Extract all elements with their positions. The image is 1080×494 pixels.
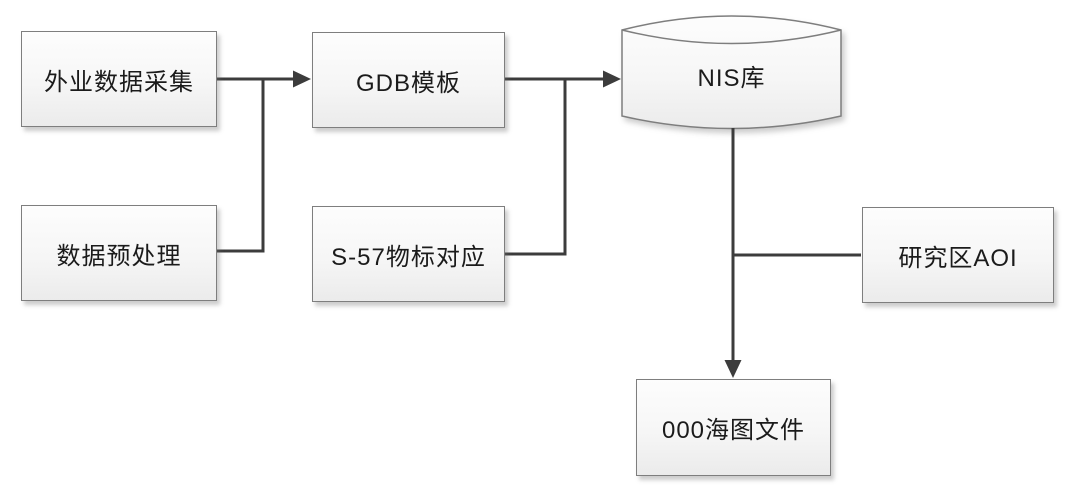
node-label-000-chart-file: 000海图文件 (661, 417, 806, 444)
node-nis-db-shape (621, 15, 842, 130)
node-label-s57-object-mapping: S-57物标对应 (331, 243, 486, 271)
node-label-data-preprocessing: 数据预处理 (56, 242, 182, 270)
cylinder-body (621, 15, 842, 130)
node-field-data-collection: 外业数据采集 (21, 31, 217, 127)
node-gdb-template: GDB模板 (312, 32, 505, 128)
node-label-study-area-aoi: 研究区AOI (898, 244, 1018, 272)
cylinder-top-ellipse (621, 29, 842, 45)
node-s57-object-mapping: S-57物标对应 (312, 206, 505, 302)
node-000-chart-file: 000海图文件 (636, 379, 831, 476)
node-label-field-data-collection: 外业数据采集 (44, 68, 194, 96)
arrowhead-into-gdb (293, 70, 311, 88)
node-study-area-aoi: 研究区AOI (862, 207, 1054, 303)
connector-preproc-merge (217, 78, 265, 253)
node-data-preprocessing: 数据预处理 (21, 205, 217, 301)
node-label-nis-db: NIS库 (697, 64, 766, 92)
arrowhead-into-chart (724, 360, 742, 378)
connector-s57-merge (505, 78, 567, 256)
node-label-gdb-template: GDB模板 (355, 69, 461, 97)
arrowhead-into-nis (603, 70, 621, 88)
node-nis-db: NIS库 (622, 40, 841, 110)
